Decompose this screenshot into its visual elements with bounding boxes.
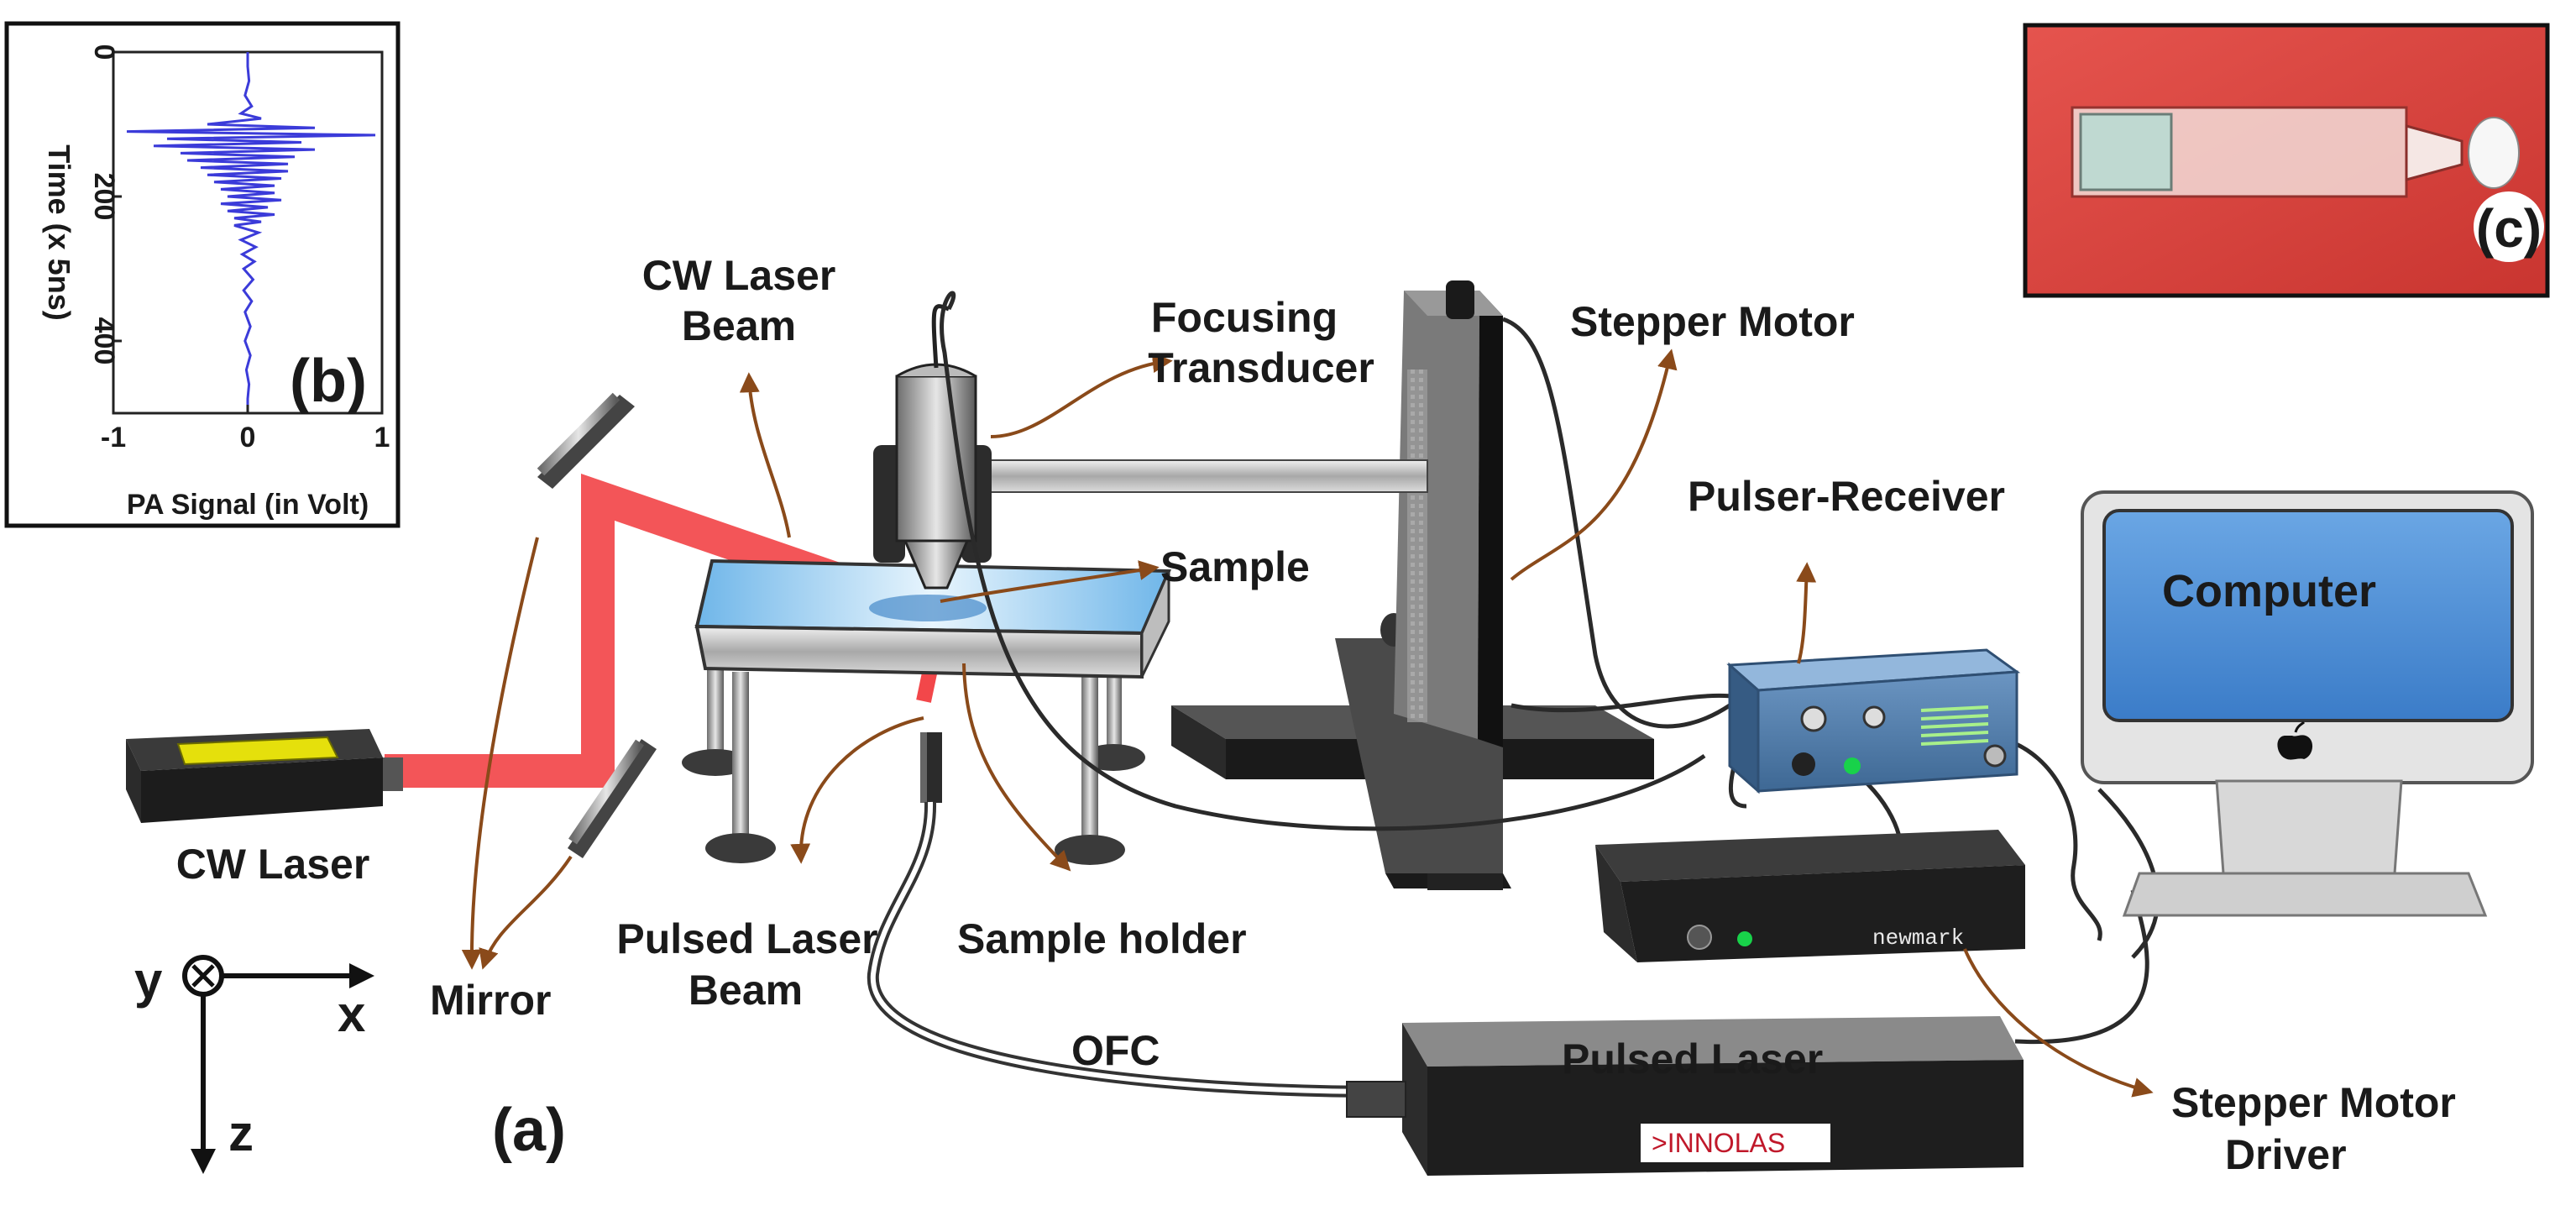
apple-logo-icon	[2277, 735, 2313, 760]
stepper-motor-stage	[1171, 280, 1654, 890]
y-tick-label: 200	[88, 173, 120, 221]
label-cw-laser-beam-line2: Beam	[682, 302, 796, 349]
arrow-stepper-motor	[1510, 349, 1678, 581]
label-focusing-transducer-line2: Transducer	[1148, 344, 1374, 391]
arrow-sample	[940, 560, 1160, 603]
label-cw-laser: CW Laser	[176, 841, 370, 888]
label-pulsed-laser: Pulsed Laser	[1562, 1035, 1823, 1082]
innolas-logo: >INNOLAS	[1652, 1128, 1785, 1158]
axis-z-label: z	[228, 1105, 254, 1161]
cw-laser-device	[126, 729, 403, 823]
computer-screen	[2102, 509, 2514, 722]
mirror-bottom	[568, 739, 657, 858]
newmark-logo: newmark	[1872, 925, 1964, 951]
y-tick-label: 0	[88, 45, 120, 60]
x-tick-label: 0	[240, 422, 256, 453]
coordinate-axes: y x z	[134, 952, 374, 1174]
sample-holder	[682, 558, 1172, 865]
arrow-focusing-transducer	[990, 353, 1173, 438]
panel-label-c: (c)	[2476, 198, 2542, 259]
arrow-pulser-receiver	[1796, 562, 1817, 664]
label-sample-holder: Sample holder	[957, 915, 1247, 962]
photo-panel-c: (c)	[2023, 23, 2550, 298]
label-stepper-motor-driver-line2: Driver	[2225, 1131, 2347, 1178]
inset-ylabel: Time (x 5ns)	[42, 144, 76, 320]
fiber-coupler	[920, 732, 942, 803]
pulsed-laser-device: >INNOLAS	[1346, 1016, 2024, 1176]
inset-chart-marks: -1 0 1 0 200 400	[88, 45, 390, 453]
label-stepper-motor: Stepper Motor	[1570, 298, 1855, 345]
arrow-sample-holder	[962, 663, 1071, 872]
label-ofc: OFC	[1071, 1027, 1160, 1074]
inset-plot-area	[112, 50, 384, 415]
cuvette-sample	[2079, 113, 2173, 191]
pulser-receiver-device	[1726, 648, 2021, 794]
label-cw-laser-beam-line1: CW Laser	[642, 252, 836, 299]
cuvette-stopper	[2468, 117, 2520, 189]
x-tick-label: 1	[374, 422, 390, 453]
arrow-pulsed-laser-beam	[790, 716, 924, 864]
cw-laser-window	[176, 736, 339, 766]
arrow-stepper-motor-driver	[1963, 948, 2154, 1098]
label-pulser-receiver: Pulser-Receiver	[1688, 473, 2005, 520]
x-tick-label: -1	[101, 422, 126, 453]
label-sample: Sample	[1160, 543, 1310, 590]
label-stepper-motor-driver-line1: Stepper Motor	[2171, 1079, 2456, 1126]
label-computer: Computer	[2162, 566, 2376, 616]
mirror-top	[537, 392, 635, 489]
axis-x-label: x	[338, 986, 365, 1042]
cw-laser-beam-path	[385, 473, 936, 788]
label-focusing-transducer-line1: Focusing	[1151, 294, 1338, 341]
cuvette-neck	[2405, 124, 2463, 181]
label-mirror: Mirror	[430, 977, 551, 1024]
signal-series-line	[126, 52, 376, 413]
panel-label-b: (b)	[290, 348, 367, 415]
label-pulsed-laser-beam-line1: Pulsed Laser	[616, 915, 877, 962]
focusing-transducer	[873, 304, 1428, 590]
inset-xlabel: PA Signal (in Volt)	[127, 489, 369, 521]
photo-label-circle	[2474, 191, 2544, 262]
annotation-arrows	[461, 349, 2154, 1098]
inset-chart-b: -1 0 1 0 200 400 Time (x 5ns) PA Signal (in V…	[4, 21, 401, 528]
arrow-mirror-bottom	[479, 855, 573, 970]
arrow-mirror-top	[461, 537, 539, 970]
computer-device	[2081, 490, 2534, 917]
label-pulsed-laser-beam-line2: Beam	[689, 967, 803, 1014]
axis-y-label: y	[134, 952, 163, 1009]
stepper-motor-driver-device: newmark	[1595, 830, 2025, 962]
y-tick-label: 400	[88, 317, 120, 365]
arrow-cw-laser-beam	[739, 372, 791, 538]
panel-label-a: (a)	[492, 1097, 566, 1164]
text-labels: CW Laser Beam Focusing Transducer Steppe…	[176, 252, 2456, 1178]
